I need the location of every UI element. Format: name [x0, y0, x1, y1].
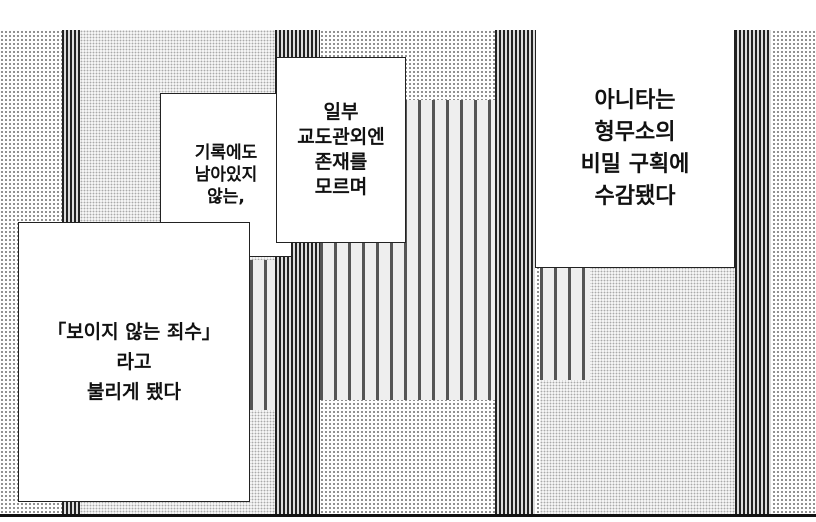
caption-line: 존재를: [314, 151, 368, 173]
pillar: [735, 30, 771, 514]
caption-line: 남아있지: [194, 165, 258, 185]
caption-line: 비밀 구획에: [580, 151, 690, 177]
caption-line: 일부: [323, 101, 359, 123]
caption-line: 라고: [116, 351, 152, 373]
caption-line: 기록에도: [194, 143, 258, 163]
caption-line: 형무소의: [594, 119, 676, 145]
caption-line: 모르며: [314, 176, 368, 198]
caption-line: 불리게 됐다: [86, 381, 181, 403]
cell-bars-right: [540, 260, 590, 380]
caption-line: 교도관외엔: [297, 126, 385, 148]
caption-line: 아니타는: [594, 87, 676, 113]
caption-line: 「보이지 않는 죄수」: [47, 321, 221, 343]
pillar: [495, 30, 535, 514]
caption-line: 않는,: [207, 187, 245, 207]
caption-line: 수감됐다: [594, 183, 676, 209]
